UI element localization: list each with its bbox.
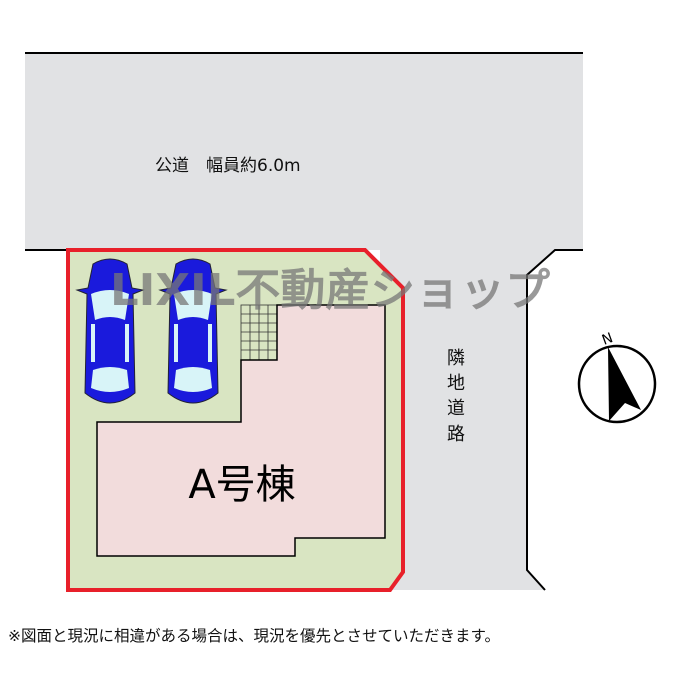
public-road-label: 公道 幅員約6.0m <box>155 156 301 176</box>
side-road-char: 隣 <box>447 348 465 369</box>
north-arrow-icon: N <box>577 330 657 424</box>
entrance-grid <box>240 304 278 361</box>
side-road <box>380 250 583 590</box>
building-label: A号棟 <box>188 462 295 508</box>
side-road-edge <box>526 249 583 591</box>
side-road-char: 路 <box>447 424 465 445</box>
side-road-label: 隣 地 道 路 <box>447 348 465 445</box>
building-a-footprint <box>96 304 386 557</box>
disclaimer-note: ※図面と現況に相違がある場合は、現況を優先とさせていただきます。 <box>8 627 500 645</box>
parked-car-icon <box>158 258 228 404</box>
north-label: N <box>600 330 615 349</box>
watermark: LIXIL不動産ショップ <box>110 265 550 316</box>
parked-car-icon <box>75 258 145 404</box>
public-road <box>25 53 583 250</box>
side-road-char: 道 <box>447 398 465 419</box>
side-road-char: 地 <box>447 373 465 394</box>
